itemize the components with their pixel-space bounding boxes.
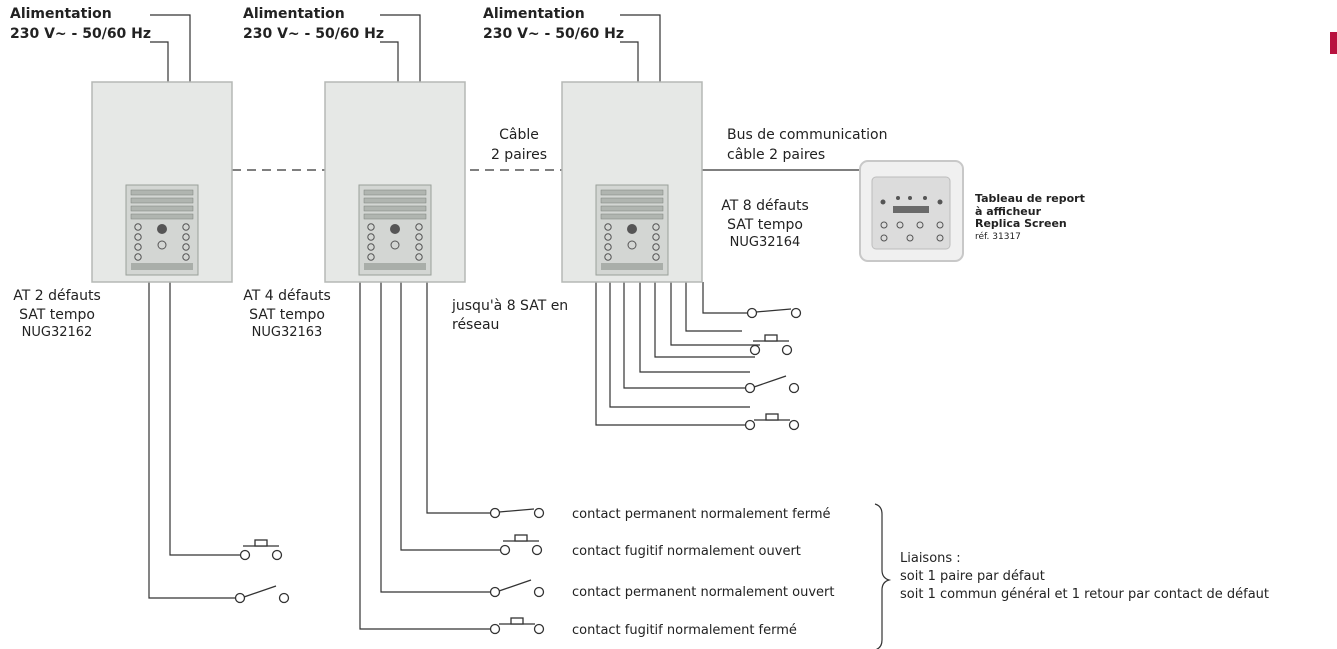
wire: [639, 282, 750, 373]
power-lead: [620, 41, 639, 82]
page-accent-tab: [1330, 32, 1337, 54]
wire: [685, 282, 742, 332]
wire: [595, 282, 745, 426]
contact-symbol-fugitive-closed: [744, 413, 800, 431]
wire: [654, 282, 755, 358]
wire: [609, 282, 750, 408]
contact-symbol-permanent-open: [744, 375, 800, 394]
repeater-label: Tableau de report à afficheur Replica Sc…: [975, 192, 1085, 242]
wire: [359, 282, 493, 630]
power-lead: [150, 41, 169, 82]
contact-legend-2: contact fugitif normalement ouvert: [572, 544, 801, 559]
power-lead: [150, 14, 191, 82]
wire: [148, 282, 240, 599]
wire: [400, 282, 505, 551]
contact-symbol-permanent-closed: [489, 507, 545, 519]
wire: [623, 282, 755, 389]
repeater-display-panel: [859, 160, 964, 262]
contact-symbol-permanent-open: [234, 585, 290, 604]
power-lead: [380, 41, 399, 82]
power-lead: [620, 14, 661, 82]
alarm-unit-panel-2: [324, 81, 466, 283]
power-lead: [380, 14, 421, 82]
contact-symbol-permanent-closed: [746, 307, 802, 319]
wire: [169, 282, 245, 556]
contact-symbol-fugitive-closed: [489, 617, 545, 635]
wire: [380, 282, 495, 593]
contact-symbol-fugitive-open: [239, 539, 283, 561]
contact-symbol-fugitive-open: [749, 334, 793, 356]
contact-symbol-fugitive-open: [499, 534, 543, 556]
contact-legend-3: contact permanent normalement ouvert: [572, 585, 835, 600]
contact-legend-1: contact permanent normalement fermé: [572, 507, 831, 522]
links-note: Liaisons : soit 1 paire par défaut soit …: [900, 551, 1269, 603]
contact-legend-4: contact fugitif normalement fermé: [572, 623, 797, 638]
wire: [702, 282, 752, 314]
alarm-unit-panel-3: [561, 81, 703, 283]
alarm-unit-panel-1: [91, 81, 233, 283]
wire: [426, 282, 492, 514]
legend-brace: [874, 503, 892, 649]
contact-symbol-permanent-open: [489, 579, 545, 598]
wire: [670, 282, 760, 346]
